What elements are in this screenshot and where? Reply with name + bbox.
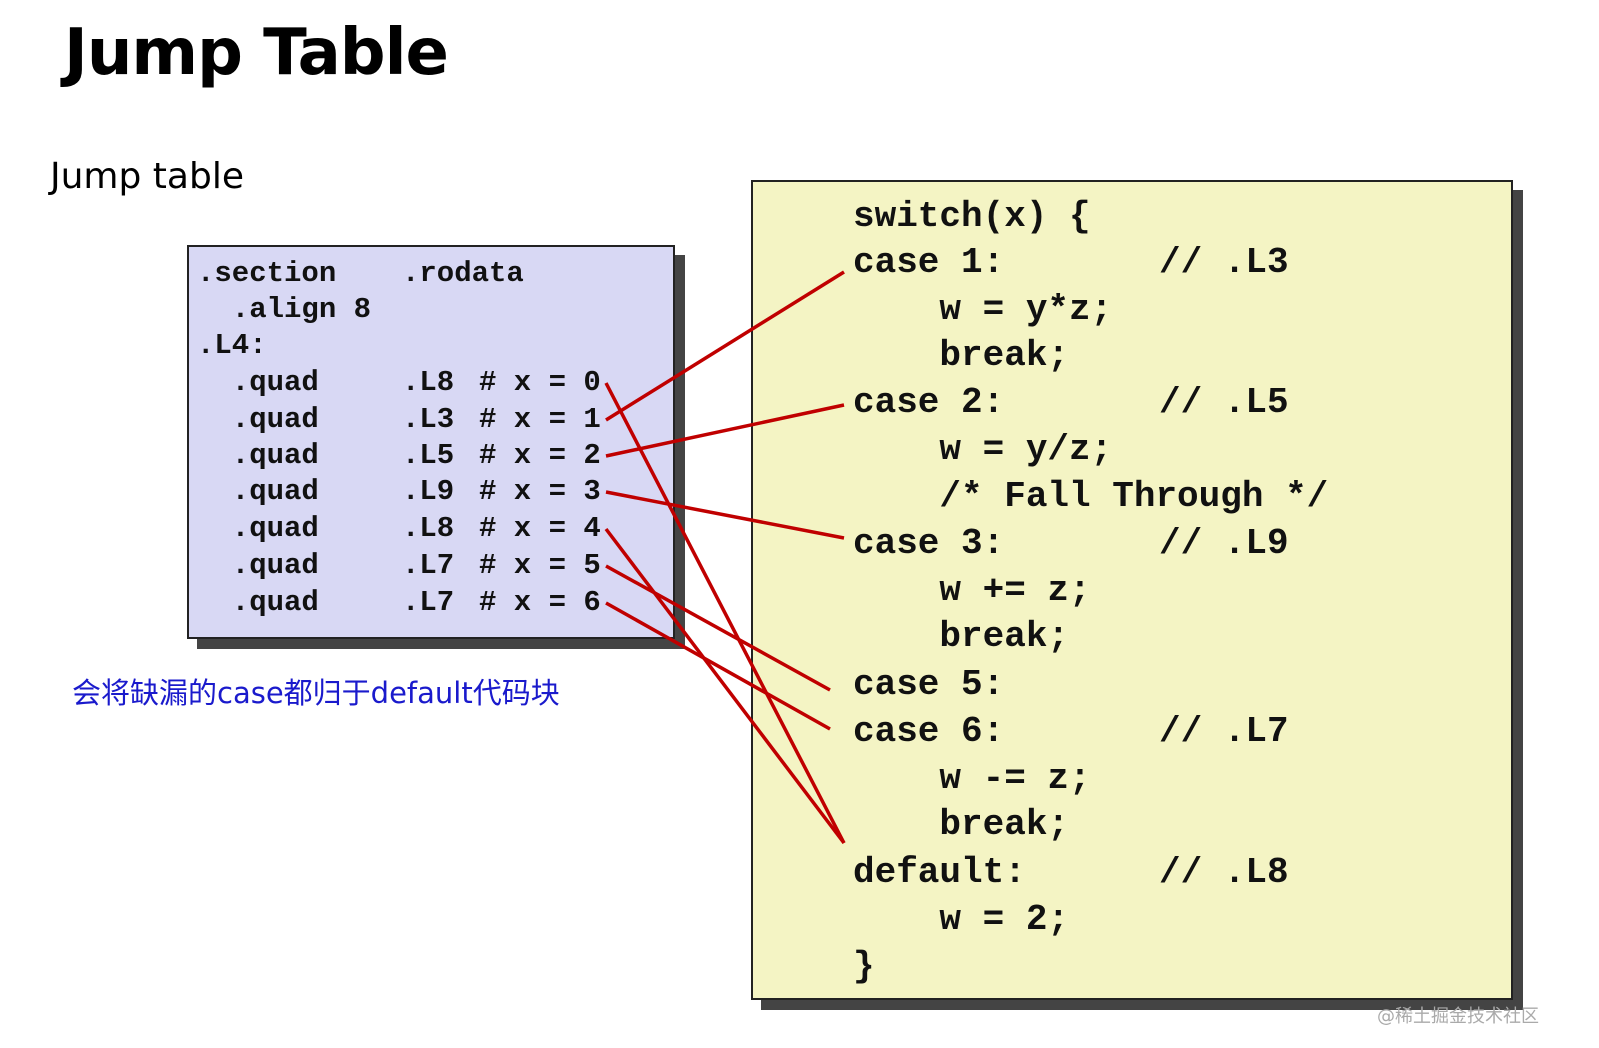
table-header-line: .section — [197, 257, 337, 290]
table-row-directive: .quad — [197, 475, 319, 508]
code-line: case 2: — [853, 382, 1005, 423]
code-line: switch(x) { — [853, 196, 1091, 237]
table-row-directive: .quad — [197, 439, 319, 472]
code-line: break; — [853, 335, 1070, 376]
code-line: case 3: — [853, 523, 1005, 564]
table-row-comment: # x = 3 — [479, 475, 601, 508]
code-line: default: — [853, 852, 1026, 893]
section-subtitle: Jump table — [50, 156, 244, 197]
table-row-label: .L9 — [402, 475, 455, 508]
code-line: } — [853, 946, 875, 987]
table-row-label: .L8 — [402, 512, 455, 545]
table-row-label: .L8 — [402, 366, 455, 399]
code-line: w += z; — [853, 570, 1091, 611]
table-row-comment: # x = 1 — [479, 403, 601, 436]
code-line: case 1: — [853, 242, 1005, 283]
code-line: w = y*z; — [853, 289, 1113, 330]
page-title: Jump Table — [64, 16, 449, 90]
table-row-directive: .quad — [197, 586, 319, 619]
jump-table-box: .section .rodata .align 8 .L4: .quad .L8… — [187, 245, 675, 639]
code-line: w = 2; — [853, 899, 1070, 940]
table-row-comment: # x = 2 — [479, 439, 601, 472]
code-line: break; — [853, 616, 1070, 657]
table-row-label: .L7 — [402, 586, 455, 619]
code-comment: // .L5 — [1159, 382, 1289, 423]
table-row-directive: .quad — [197, 549, 319, 582]
table-row-comment: # x = 5 — [479, 549, 601, 582]
switch-code-box: switch(x) { case 1: // .L3 w = y*z; brea… — [751, 180, 1513, 1000]
table-row-directive: .quad — [197, 366, 319, 399]
code-comment: // .L9 — [1159, 523, 1289, 564]
table-row-label: .L5 — [402, 439, 455, 472]
table-row-label: .L7 — [402, 549, 455, 582]
code-line: case 5: — [853, 664, 1005, 705]
table-row-label: .L3 — [402, 403, 455, 436]
code-comment: // .L3 — [1159, 242, 1289, 283]
code-comment: // .L7 — [1159, 711, 1289, 752]
table-row-comment: # x = 6 — [479, 586, 601, 619]
code-comment: // .L8 — [1159, 852, 1289, 893]
table-header-line: .align 8 — [197, 293, 372, 326]
code-line: case 6: — [853, 711, 1005, 752]
code-line: w -= z; — [853, 758, 1091, 799]
table-row-directive: .quad — [197, 403, 319, 436]
watermark: @稀土掘金技术社区 — [1377, 1006, 1539, 1027]
table-row-comment: # x = 4 — [479, 512, 601, 545]
table-header-line: .rodata — [402, 257, 524, 290]
table-row-comment: # x = 0 — [479, 366, 601, 399]
table-header-line: .L4: — [197, 329, 267, 362]
code-line: /* Fall Through */ — [853, 476, 1329, 517]
table-row-directive: .quad — [197, 512, 319, 545]
code-line: break; — [853, 804, 1070, 845]
code-line: w = y/z; — [853, 429, 1113, 470]
default-note: 会将缺漏的case都归于default代码块 — [72, 676, 560, 710]
